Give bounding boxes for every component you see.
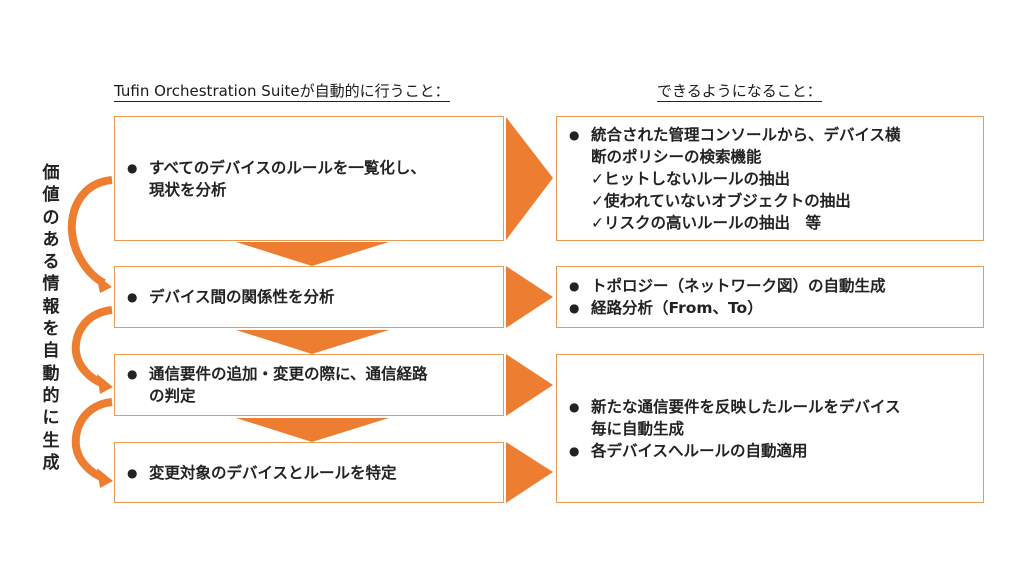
curved-arrow-1 bbox=[67, 176, 113, 293]
side-label-char: あ bbox=[42, 229, 60, 250]
side-label-char: に bbox=[42, 408, 60, 429]
side-label-char: 成 bbox=[42, 452, 60, 473]
left-box-4-item: 変更対象のデバイスとルールを特定 bbox=[127, 462, 397, 484]
left-box-1-item: すべてのデバイスのルールを一覧化し、 現状を分析 bbox=[127, 157, 426, 201]
right-box-1-check-1: ✓ヒットしないルールの抽出 bbox=[591, 169, 791, 188]
right-box-2: トポロジー（ネットワーク図）の自動生成 経路分析（From、To） bbox=[556, 266, 984, 328]
side-label: 価値のある情報を自動的に生成 bbox=[40, 162, 62, 474]
right-box-1: 統合された管理コンソールから、デバイス横 断のポリシーの検索機能 ✓ヒットしない… bbox=[556, 116, 984, 241]
left-box-1: すべてのデバイスのルールを一覧化し、 現状を分析 bbox=[114, 116, 504, 241]
left-box-2: デバイス間の関係性を分析 bbox=[114, 266, 504, 328]
right-arrow-2 bbox=[506, 266, 553, 328]
right-arrow-1 bbox=[506, 117, 553, 240]
side-label-char: る bbox=[42, 252, 60, 273]
side-label-char: の bbox=[42, 207, 60, 228]
side-label-char: 価 bbox=[42, 163, 60, 183]
side-label-char: 情 bbox=[42, 274, 60, 295]
check-icon: ✓ bbox=[591, 191, 604, 210]
down-arrow-2 bbox=[236, 330, 389, 354]
right-arrow-3 bbox=[506, 354, 553, 416]
side-label-char: 自 bbox=[42, 341, 60, 362]
right-box-1-check-2: ✓使われていないオブジェクトの抽出 bbox=[591, 191, 851, 210]
right-box-3: 新たな通信要件を反映したルールをデバイス 毎に自動生成 各デバイスへルールの自動… bbox=[556, 354, 984, 503]
side-label-char: を bbox=[42, 319, 60, 340]
curved-arrow-2 bbox=[71, 306, 113, 394]
curved-arrow-3 bbox=[71, 398, 113, 488]
left-box-4: 変更対象のデバイスとルールを特定 bbox=[114, 442, 504, 503]
right-box-3-item-2: 各デバイスへルールの自動適用 bbox=[569, 440, 901, 462]
down-arrow-1 bbox=[236, 242, 389, 266]
right-heading: できるようになること： bbox=[657, 82, 822, 102]
check-icon: ✓ bbox=[591, 169, 604, 188]
right-box-2-item-1: トポロジー（ネットワーク図）の自動生成 bbox=[569, 275, 886, 297]
right-box-3-item-1: 新たな通信要件を反映したルールをデバイス 毎に自動生成 bbox=[569, 396, 901, 440]
left-box-2-item: デバイス間の関係性を分析 bbox=[127, 286, 335, 308]
side-label-char: 生 bbox=[42, 430, 60, 451]
right-box-2-item-2: 経路分析（From、To） bbox=[569, 297, 886, 319]
side-label-char: 的 bbox=[42, 385, 60, 406]
right-arrow-4 bbox=[506, 442, 553, 503]
check-icon: ✓ bbox=[591, 213, 604, 232]
right-box-1-item-1: 統合された管理コンソールから、デバイス横 断のポリシーの検索機能 bbox=[569, 124, 901, 168]
left-box-3-item: 通信要件の追加・変更の際に、通信経路 の判定 bbox=[127, 363, 428, 407]
side-label-char: 動 bbox=[42, 363, 60, 384]
side-label-char: 報 bbox=[42, 296, 60, 317]
side-label-char: 値 bbox=[42, 185, 60, 206]
left-box-3: 通信要件の追加・変更の際に、通信経路 の判定 bbox=[114, 354, 504, 416]
right-box-1-check-3: ✓リスクの高いルールの抽出 等 bbox=[591, 213, 822, 232]
left-heading: Tufin Orchestration Suiteが自動的に行うこと： bbox=[114, 82, 450, 102]
down-arrow-3 bbox=[236, 418, 389, 442]
